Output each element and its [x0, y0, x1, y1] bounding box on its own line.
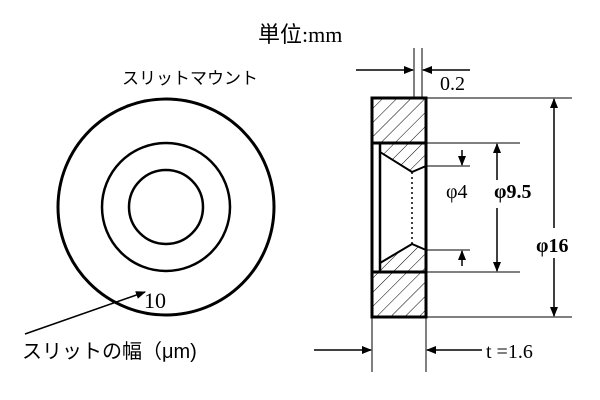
front-view: スリットマウント 10 スリットの幅（μm)	[22, 69, 276, 363]
front-view-title: スリットマウント	[122, 69, 258, 88]
dia-large-label: φ16	[536, 235, 568, 257]
lower-slit-jaw	[379, 242, 427, 273]
slit-width-caption: スリットの幅（μm)	[22, 340, 197, 363]
top-hatched-block	[370, 96, 428, 145]
unit-label: 単位:mm	[258, 22, 342, 47]
gap-label: 0.2	[440, 73, 465, 95]
section-view: 0.2 φ4 φ9.5 φ16 t =1.6	[314, 48, 572, 372]
dia-medium-label: φ9.5	[494, 181, 531, 203]
thickness-label: t =1.6	[486, 341, 533, 363]
slit-width-value: 10	[144, 288, 166, 313]
upper-slit-jaw	[379, 142, 427, 174]
bottom-hatched-block	[370, 270, 428, 319]
inner-ring	[127, 168, 205, 246]
slit-width-leader	[24, 291, 146, 335]
dia-small-label: φ4	[446, 181, 468, 203]
outer-ring	[56, 97, 276, 317]
middle-ring	[100, 141, 232, 273]
